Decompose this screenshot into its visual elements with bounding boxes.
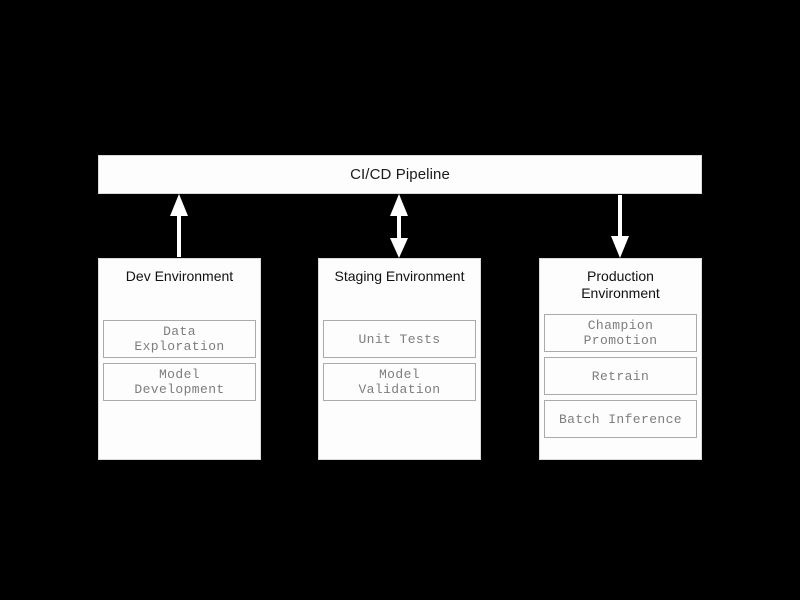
task-box[interactable]: Unit Tests	[323, 320, 476, 358]
environment-title-staging: Staging Environment	[334, 268, 465, 284]
connector-dev-arrow-up	[170, 194, 188, 257]
task-label: Retrain	[591, 368, 650, 384]
task-label: Model Validation	[358, 367, 441, 397]
task-label: Model Development	[134, 367, 225, 397]
environment-title-dev: Dev Environment	[125, 268, 234, 284]
task-label: Batch Inference	[558, 411, 683, 427]
environment-box-staging: Staging Environment Unit Tests Model Val…	[318, 258, 481, 460]
task-list-production: Champion Promotion Retrain Batch Inferen…	[544, 314, 697, 438]
task-box[interactable]: Champion Promotion	[544, 314, 697, 352]
task-label: Champion Promotion	[583, 318, 658, 348]
task-box[interactable]: Model Development	[103, 363, 256, 401]
cicd-pipeline-label: CI/CD Pipeline	[350, 166, 450, 183]
task-box[interactable]: Model Validation	[323, 363, 476, 401]
task-list-dev: Data Exploration Model Development	[103, 320, 256, 401]
task-box[interactable]: Data Exploration	[103, 320, 256, 358]
environment-box-production: Production Environment Champion Promotio…	[539, 258, 702, 460]
task-box[interactable]: Batch Inference	[544, 400, 697, 438]
task-label: Unit Tests	[358, 331, 441, 347]
cicd-pipeline-box: CI/CD Pipeline	[98, 155, 702, 194]
task-box[interactable]: Retrain	[544, 357, 697, 395]
task-list-staging: Unit Tests Model Validation	[323, 320, 476, 401]
connector-staging-arrow-both	[390, 194, 408, 258]
task-label: Data Exploration	[134, 324, 225, 354]
environment-box-dev: Dev Environment Data Exploration Model D…	[98, 258, 261, 460]
environment-title-production: Production Environment	[581, 268, 660, 301]
connector-production-arrow-down	[611, 195, 629, 258]
